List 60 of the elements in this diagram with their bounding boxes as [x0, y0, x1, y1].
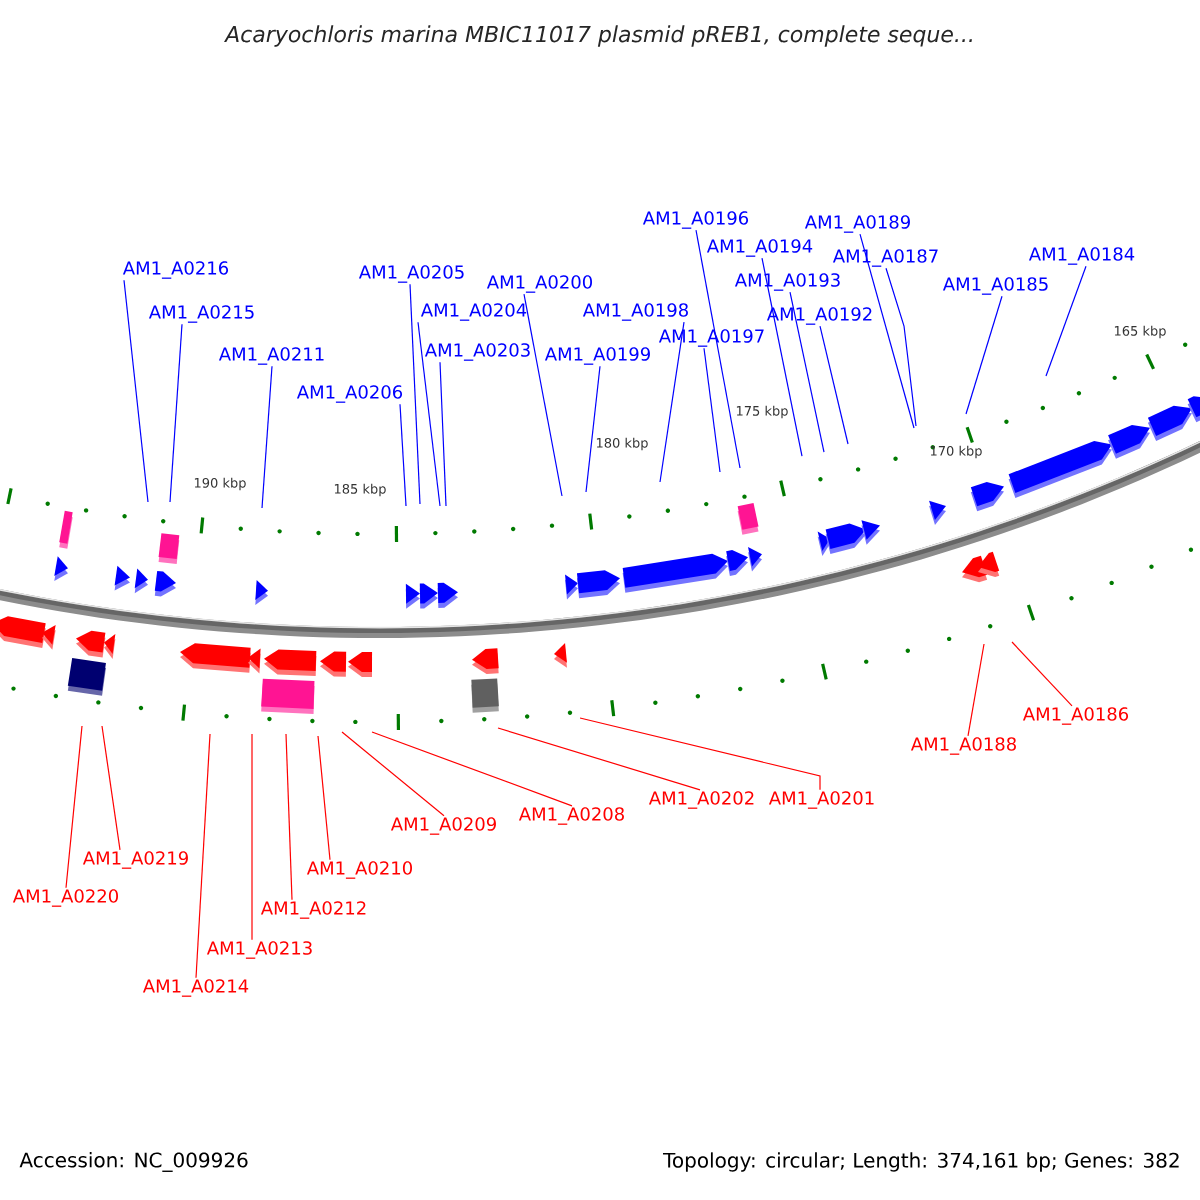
- footer-text: Accession: NC_009926: [19, 1152, 248, 1172]
- leader-line: [885, 267, 917, 427]
- gene-label: AM1_A0209: [390, 817, 496, 835]
- gene-label: AM1_A0215: [148, 305, 254, 323]
- leader-line: [695, 229, 741, 469]
- gene-label: AM1_A0211: [218, 347, 324, 365]
- gene-label: AM1_A0188: [910, 737, 1016, 755]
- leader-line: [409, 283, 421, 505]
- gene-label: AM1_A0203: [424, 343, 530, 361]
- leader-line: [341, 731, 445, 817]
- gene-label: AM1_A0206: [296, 385, 403, 403]
- leader-line: [101, 725, 121, 851]
- leader-line: [967, 643, 985, 737]
- gene-label: AM1_A0202: [648, 791, 754, 809]
- leader-line: [417, 321, 441, 507]
- leader-line: [761, 257, 803, 457]
- leader-line: [317, 735, 331, 861]
- leader-line: [819, 325, 849, 445]
- leader-line: [123, 279, 149, 503]
- gene-label: AM1_A0204: [420, 303, 527, 321]
- leader-line: [439, 361, 447, 507]
- leader-line: [285, 733, 293, 901]
- gene-label: AM1_A0205: [358, 265, 464, 283]
- leader-line: [497, 727, 701, 791]
- leader-line: [1011, 641, 1073, 707]
- title: Acaryochloris marina MBIC11017 plasmid pREB1, complete seque...: [224, 25, 972, 47]
- leader-line: [965, 295, 1003, 415]
- gene-label: AM1_A0189: [804, 215, 910, 233]
- leader-line: [1045, 265, 1087, 377]
- gene-label: AM1_A0201: [768, 791, 874, 809]
- gene-label: AM1_A0213: [206, 941, 312, 959]
- leader-line: [261, 365, 273, 509]
- gene-label: AM1_A0220: [12, 889, 118, 907]
- gene-label: AM1_A0208: [518, 807, 624, 825]
- gene-label: AM1_A0186: [1022, 707, 1129, 725]
- gene-label: AM1_A0196: [642, 211, 749, 229]
- leader-line: [169, 323, 183, 503]
- gene-label: AM1_A0185: [942, 277, 1048, 295]
- gene-label: AM1_A0216: [122, 261, 229, 279]
- gene-label: AM1_A0198: [582, 303, 688, 321]
- gene-label: AM1_A0214: [142, 979, 249, 997]
- gene-label: AM1_A0194: [706, 239, 813, 257]
- leader-line: [585, 365, 601, 493]
- leader-line: [195, 733, 211, 979]
- gene-label: AM1_A0199: [544, 347, 650, 365]
- leader-line: [523, 293, 563, 497]
- leader-line: [65, 725, 83, 889]
- leader-line: [371, 731, 573, 807]
- leader-line: [579, 717, 821, 791]
- gene-label: AM1_A0210: [306, 861, 412, 879]
- gene-label: AM1_A0212: [260, 901, 366, 919]
- gene-label: AM1_A0184: [1028, 247, 1135, 265]
- leader-line: [789, 291, 825, 453]
- leader-line: [659, 321, 685, 483]
- leader-line: [399, 403, 407, 507]
- gene-label: AM1_A0200: [486, 275, 592, 293]
- footer-text: Topology: circular; Length: 374,161 bp; Genes: 382: [663, 1152, 1179, 1172]
- gene-label: AM1_A0219: [82, 851, 188, 869]
- leader-line: [251, 733, 253, 941]
- leader-line: [703, 347, 721, 473]
